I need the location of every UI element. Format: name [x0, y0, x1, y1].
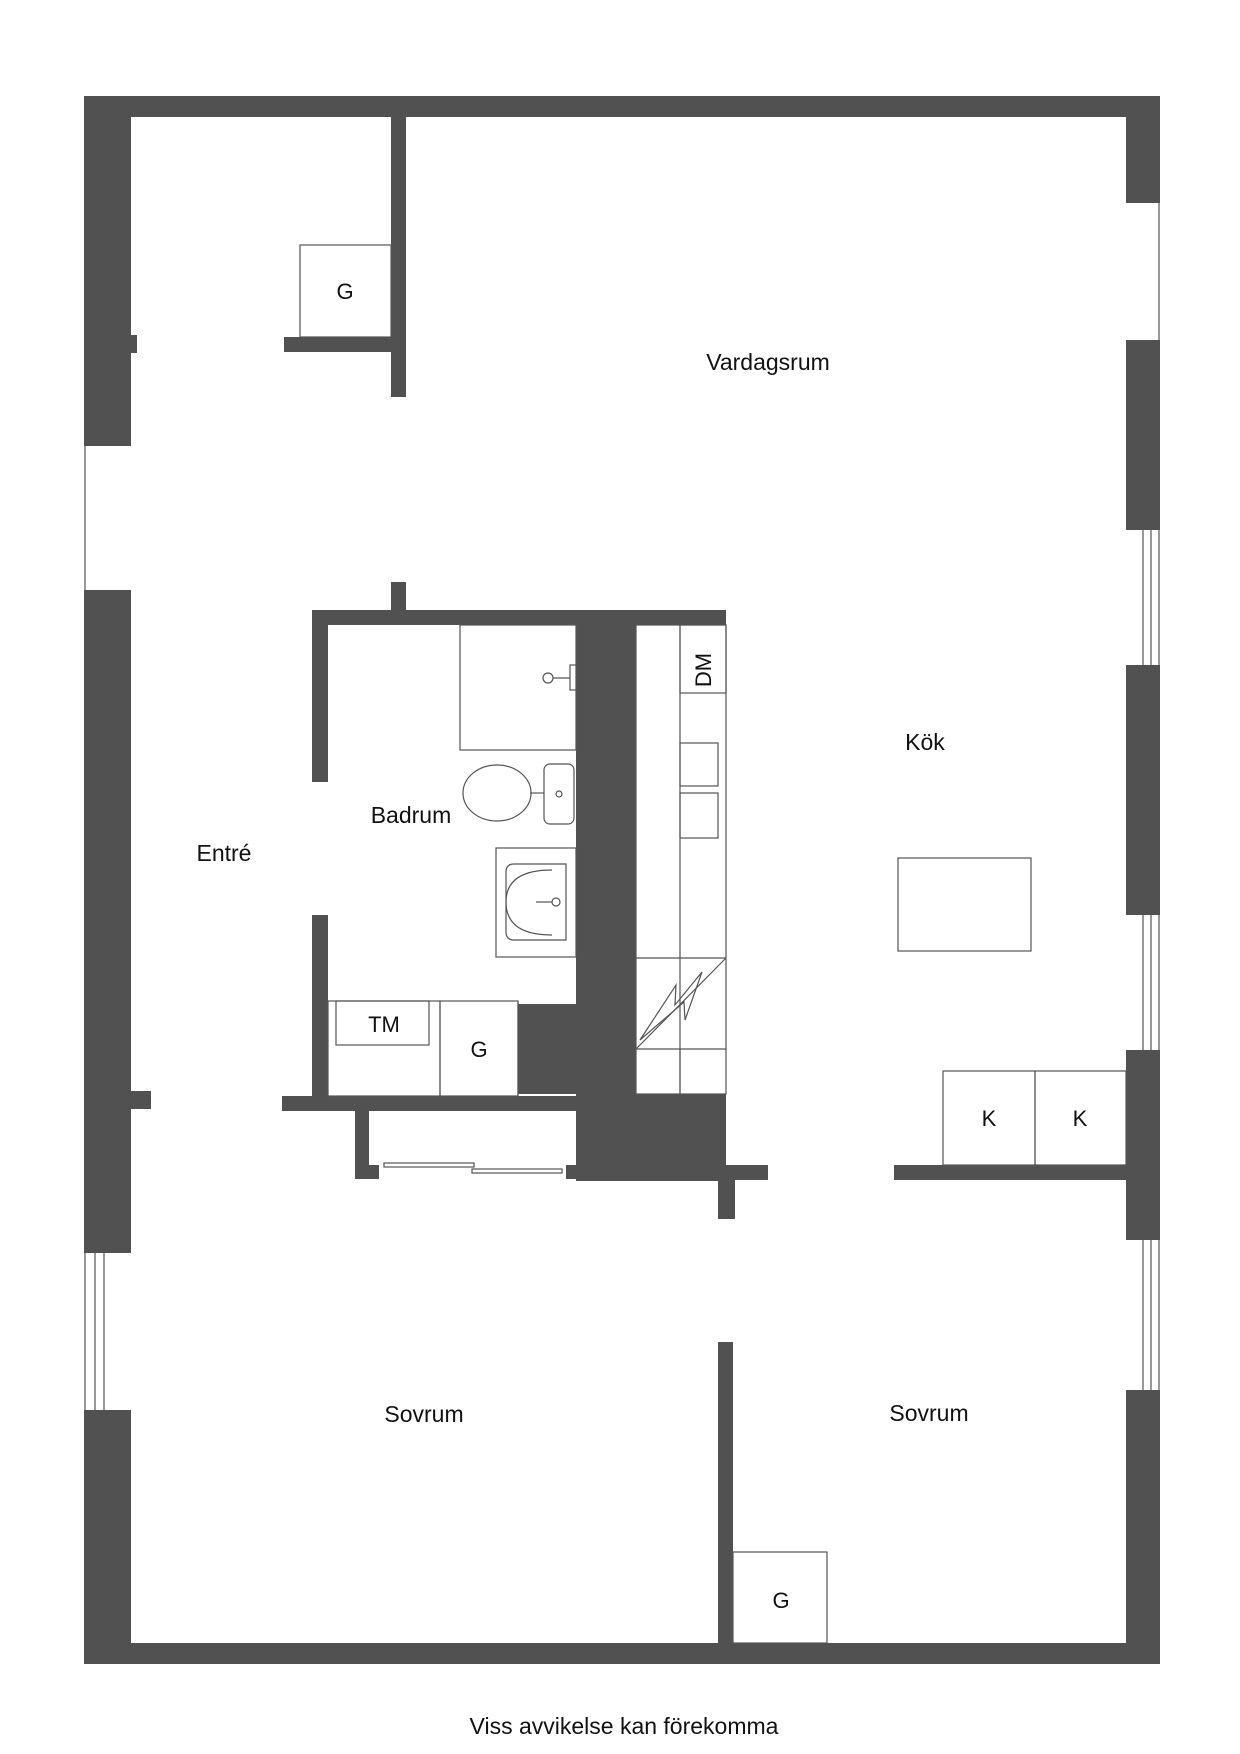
- dishwasher-label: DM: [691, 653, 716, 687]
- disclaimer-text: Viss avvikelse kan förekomma: [470, 1713, 779, 1739]
- closet-bedroom: G: [732, 1551, 828, 1644]
- closet-entry-label: G: [336, 279, 353, 304]
- closet-entry: G: [299, 244, 392, 338]
- closet-bath-label: G: [470, 1037, 487, 1062]
- sink-icon: [495, 847, 577, 958]
- kitchen-counter: DM: [635, 624, 727, 1095]
- closet-bath: G: [439, 1000, 519, 1097]
- interior-walls: [282, 117, 1126, 1643]
- room-label-badrum: Badrum: [371, 802, 452, 828]
- room-label-entre: Entré: [197, 840, 252, 866]
- room-label-sovrum-right: Sovrum: [889, 1400, 968, 1426]
- outer-walls: [84, 96, 1160, 1664]
- kitchen-island: [897, 857, 1032, 952]
- fridges: K K: [942, 1070, 1127, 1166]
- sliding-door[interactable]: [383, 1162, 563, 1174]
- closet-bedroom-label: G: [772, 1588, 789, 1613]
- room-label-sovrum-left: Sovrum: [384, 1401, 463, 1427]
- windows: [84, 203, 1160, 1410]
- washer: TM: [327, 1000, 441, 1097]
- washer-label: TM: [368, 1012, 400, 1037]
- room-label-kok: Kök: [905, 729, 945, 755]
- room-label-vardagsrum: Vardagsrum: [706, 349, 830, 375]
- toilet-icon: [462, 763, 575, 825]
- shower: [459, 624, 577, 751]
- fridge-1-label: K: [982, 1106, 997, 1131]
- fridge-2-label: K: [1073, 1106, 1088, 1131]
